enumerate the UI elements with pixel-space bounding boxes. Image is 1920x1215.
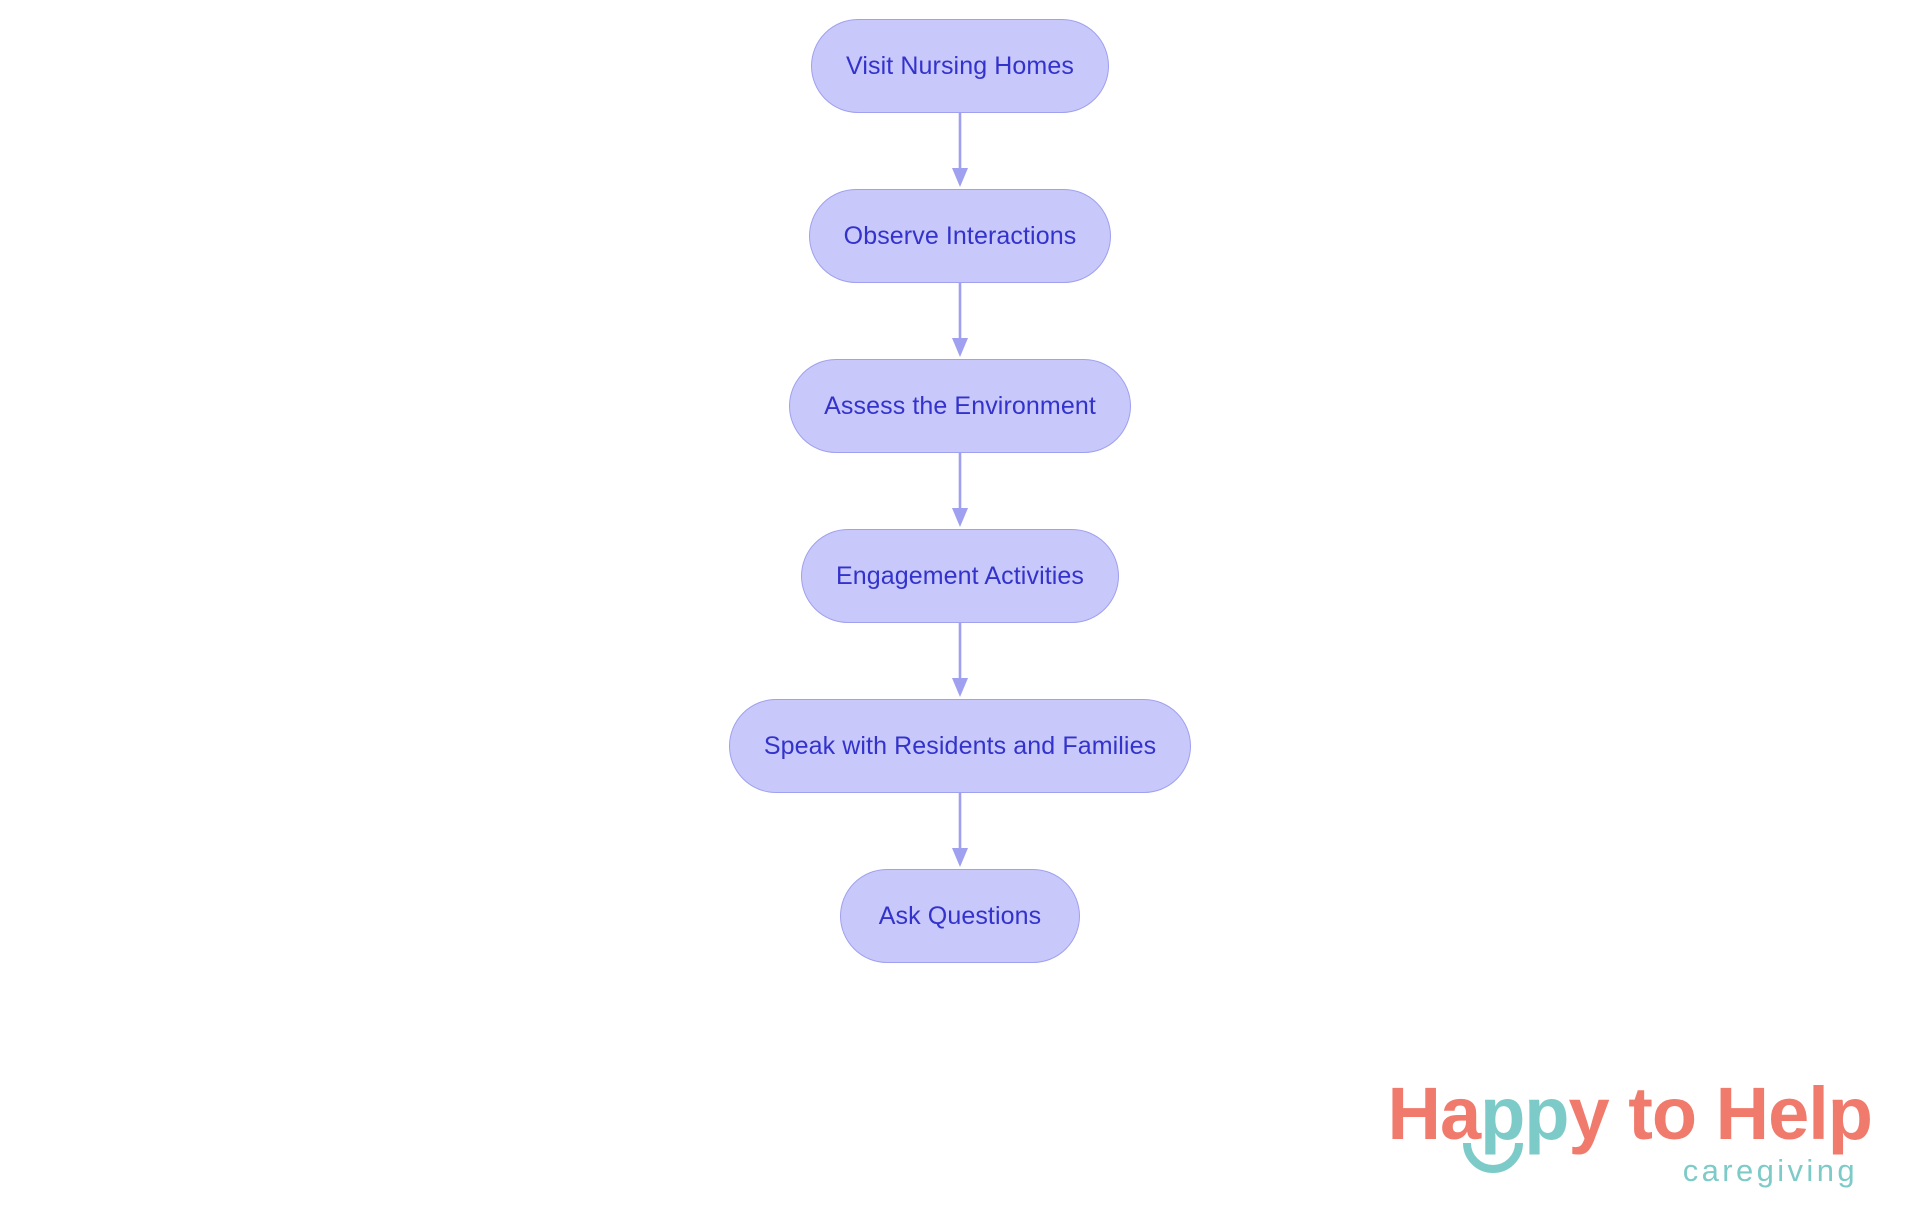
flow-arrow-4 xyxy=(952,623,968,697)
logo-wordmark: Happy to Help xyxy=(1372,1077,1873,1173)
flow-node-speak-with-residents-and-families[interactable]: Speak with Residents and Families xyxy=(728,699,1192,793)
flow-node-label: Assess the Environment xyxy=(824,391,1096,420)
flow-node-ask-questions[interactable]: Ask Questions xyxy=(840,869,1080,963)
logo-tagline: caregiving xyxy=(1682,1153,1858,1188)
flow-node-label: Visit Nursing Homes xyxy=(846,51,1074,80)
flow-arrow-2 xyxy=(952,283,968,357)
flow-node-label: Engagement Activities xyxy=(835,561,1085,590)
logo-text-to-help: to Help xyxy=(1608,1072,1873,1155)
brand-logo: Happy to Help caregiving xyxy=(1372,1077,1874,1197)
logo-text-pp: pp xyxy=(1480,1072,1569,1155)
flowchart-node-column: Visit Nursing Homes Observe Interactions… xyxy=(0,19,1920,963)
flow-node-label: Observe Interactions xyxy=(843,221,1077,250)
flow-node-observe-interactions[interactable]: Observe Interactions xyxy=(808,189,1112,283)
flow-node-label: Ask Questions xyxy=(878,901,1042,930)
flow-node-label: Speak with Residents and Families xyxy=(763,731,1157,760)
flow-arrow-3 xyxy=(952,453,968,527)
flow-node-visit-nursing-homes[interactable]: Visit Nursing Homes xyxy=(811,19,1109,113)
flow-arrow-5 xyxy=(952,793,968,867)
logo-text-ha: Ha xyxy=(1387,1072,1482,1155)
flow-arrow-1 xyxy=(952,113,968,187)
flow-node-engagement-activities[interactable]: Engagement Activities xyxy=(800,529,1120,623)
logo-text-y: y xyxy=(1568,1072,1610,1155)
flow-node-assess-the-environment[interactable]: Assess the Environment xyxy=(789,359,1131,453)
smile-arc-icon xyxy=(1462,1139,1524,1179)
